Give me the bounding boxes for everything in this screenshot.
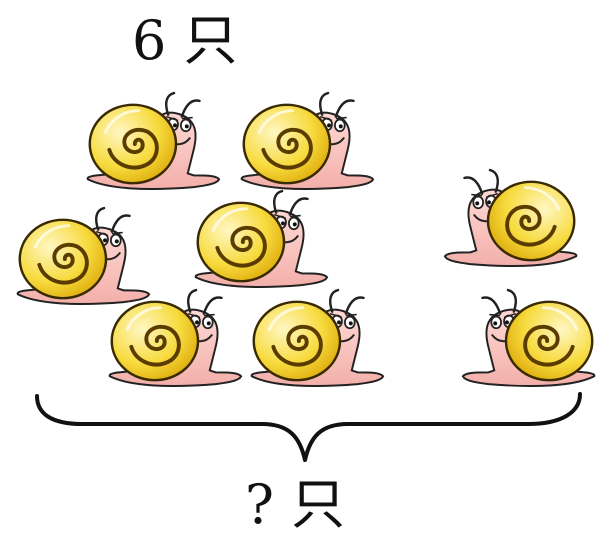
right-snail-group bbox=[442, 168, 597, 388]
snail-icon bbox=[442, 168, 579, 268]
snail-icon bbox=[107, 288, 244, 388]
snail-icon bbox=[239, 91, 376, 191]
top-count-label: 6 只 bbox=[132, 9, 238, 72]
curly-brace-icon bbox=[35, 392, 582, 462]
snail-icon bbox=[249, 288, 386, 388]
snail-icon bbox=[85, 91, 222, 191]
snail-icon bbox=[460, 288, 597, 388]
snail-icon bbox=[193, 189, 330, 289]
snail-icon bbox=[15, 206, 152, 306]
total-question-label: ? 只 bbox=[245, 473, 346, 536]
left-snail-group bbox=[15, 91, 386, 388]
